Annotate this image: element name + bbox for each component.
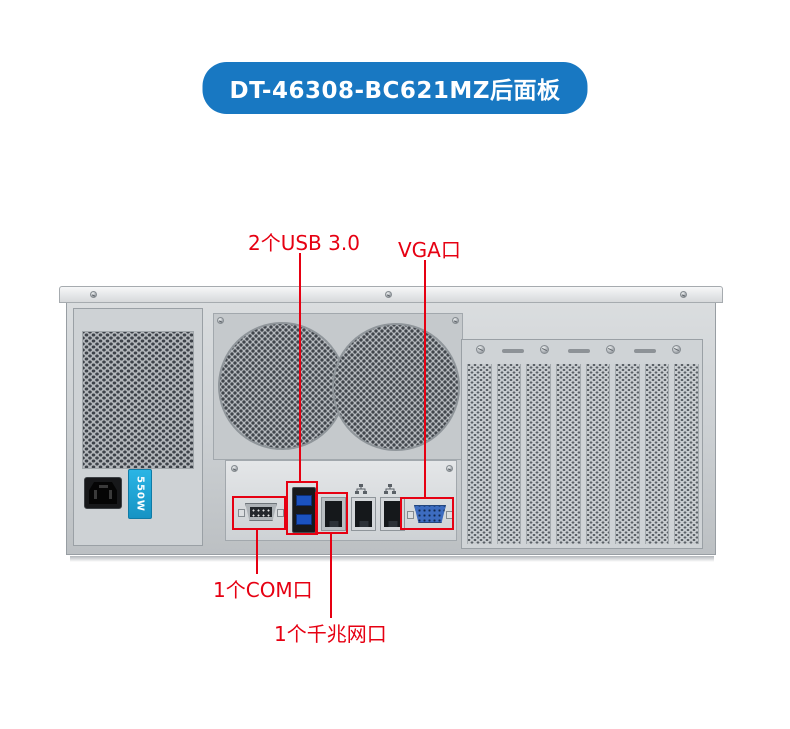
rj45-jack: [384, 501, 401, 527]
usb3-port: [296, 513, 312, 525]
fan-panel: [213, 313, 463, 460]
slot-cover: [526, 364, 551, 544]
slot-cover: [585, 364, 611, 544]
lan-annotation-label: 1个千兆网口: [274, 622, 387, 646]
fan-vent-right: [332, 323, 460, 451]
usb-highlight-box: [286, 481, 318, 535]
slot-cover: [555, 364, 581, 544]
com-highlight-box: [232, 496, 286, 530]
lan-icon: [355, 484, 367, 494]
slot-cover: [644, 364, 670, 544]
com-port: [238, 501, 284, 525]
power-inlet-socket: [84, 477, 122, 509]
screw-icon: [540, 345, 549, 354]
lan-annotation-line: [330, 534, 332, 618]
usb3-port: [296, 495, 312, 507]
db9-pins: [250, 507, 272, 517]
screw-icon: [672, 345, 681, 354]
com-annotation-label: 1个COM口: [213, 578, 313, 602]
vent-cutout: [634, 349, 656, 353]
slot-cover: [467, 364, 492, 544]
fan-vent-left: [218, 322, 346, 450]
screw-icon: [446, 465, 453, 472]
slot-covers: [467, 364, 699, 544]
psu-wattage-sticker: 550W: [128, 469, 152, 519]
vga-highlight-box: [400, 497, 454, 530]
chassis-rear-panel: 550W: [66, 303, 716, 555]
gigabit-lan-port: [321, 497, 346, 531]
slot-cover: [496, 364, 522, 544]
expansion-slot-area: [461, 339, 703, 549]
vga-port: [407, 503, 453, 527]
screw-icon: [452, 317, 459, 324]
lan-icon: [384, 484, 396, 494]
com-annotation-line: [256, 530, 258, 574]
io-panel: [225, 460, 457, 541]
vga-annotation-label: VGA口: [398, 238, 461, 262]
screw-icon: [217, 317, 224, 324]
psu-vent-grill: [82, 331, 194, 469]
slot-cover: [615, 364, 640, 544]
slot-cover: [674, 364, 699, 544]
usb-annotation-label: 2个USB 3.0: [248, 231, 360, 255]
screw-icon: [680, 291, 687, 298]
usb-annotation-line: [299, 253, 301, 483]
vga-annotation-line: [424, 260, 426, 498]
page-title: DT-46308-BC621MZ后面板: [202, 62, 588, 114]
screw-icon: [476, 345, 485, 354]
power-inlet-pins: [89, 482, 117, 504]
screw-icon: [606, 345, 615, 354]
usb3-port-stack: [292, 487, 316, 533]
lan-port: [351, 497, 376, 531]
connector-nut: [407, 511, 414, 519]
lan-highlight-box: [315, 492, 348, 534]
vent-cutout: [568, 349, 590, 353]
screw-icon: [385, 291, 392, 298]
rj45-jack: [355, 501, 372, 527]
vga-connector: [414, 505, 446, 523]
vent-cutout: [502, 349, 524, 353]
rj45-jack: [325, 501, 342, 527]
connector-nut: [277, 509, 284, 517]
chassis-top-lip: [59, 286, 723, 303]
screw-icon: [231, 465, 238, 472]
psu-module: 550W: [73, 308, 203, 546]
connector-nut: [238, 509, 245, 517]
screw-icon: [90, 291, 97, 298]
chassis-shadow: [70, 556, 714, 562]
